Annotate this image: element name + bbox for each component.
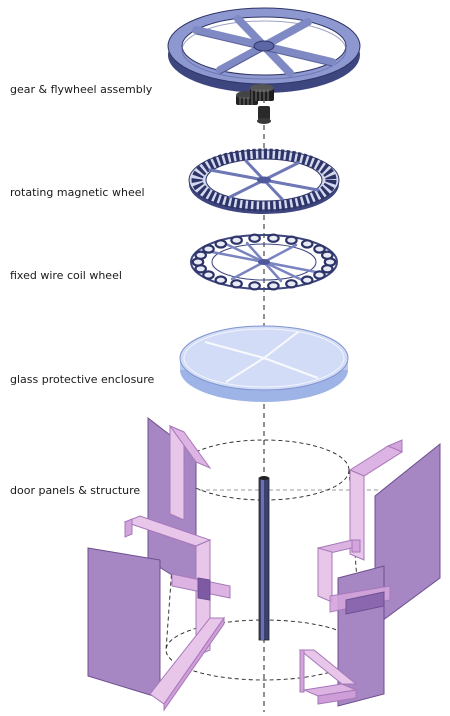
label-coil-wheel: fixed wire coil wheel	[10, 269, 122, 282]
coil	[214, 275, 228, 285]
coil	[320, 250, 334, 260]
label-door-panels: door panels & structure	[10, 484, 141, 497]
door-panel-icon	[87, 547, 161, 699]
flywheel-icon	[167, 7, 361, 93]
coil	[300, 275, 314, 285]
label-glass-enclosure: glass protective enclosure	[10, 373, 155, 386]
coil	[320, 264, 334, 274]
coil	[300, 239, 314, 249]
coil	[248, 233, 261, 243]
label-magnetic-wheel: rotating magnetic wheel	[10, 186, 145, 199]
door-structure	[87, 416, 441, 712]
coil	[230, 279, 243, 289]
label-gear-flywheel: gear & flywheel assembly	[10, 83, 153, 96]
coil	[230, 235, 243, 245]
coil	[285, 235, 298, 245]
coil	[202, 270, 215, 280]
coil	[194, 250, 207, 260]
coil-wheel-icon	[190, 233, 338, 291]
magnet-wheel-icon	[188, 148, 340, 214]
gear-icon	[236, 84, 274, 124]
coil	[313, 270, 326, 280]
coil	[202, 244, 215, 254]
coil	[267, 233, 280, 243]
coil	[214, 239, 228, 249]
coil	[248, 281, 261, 291]
coil	[313, 244, 326, 254]
coil	[285, 279, 298, 289]
coil	[267, 281, 280, 291]
glass-disc-icon	[179, 325, 349, 402]
